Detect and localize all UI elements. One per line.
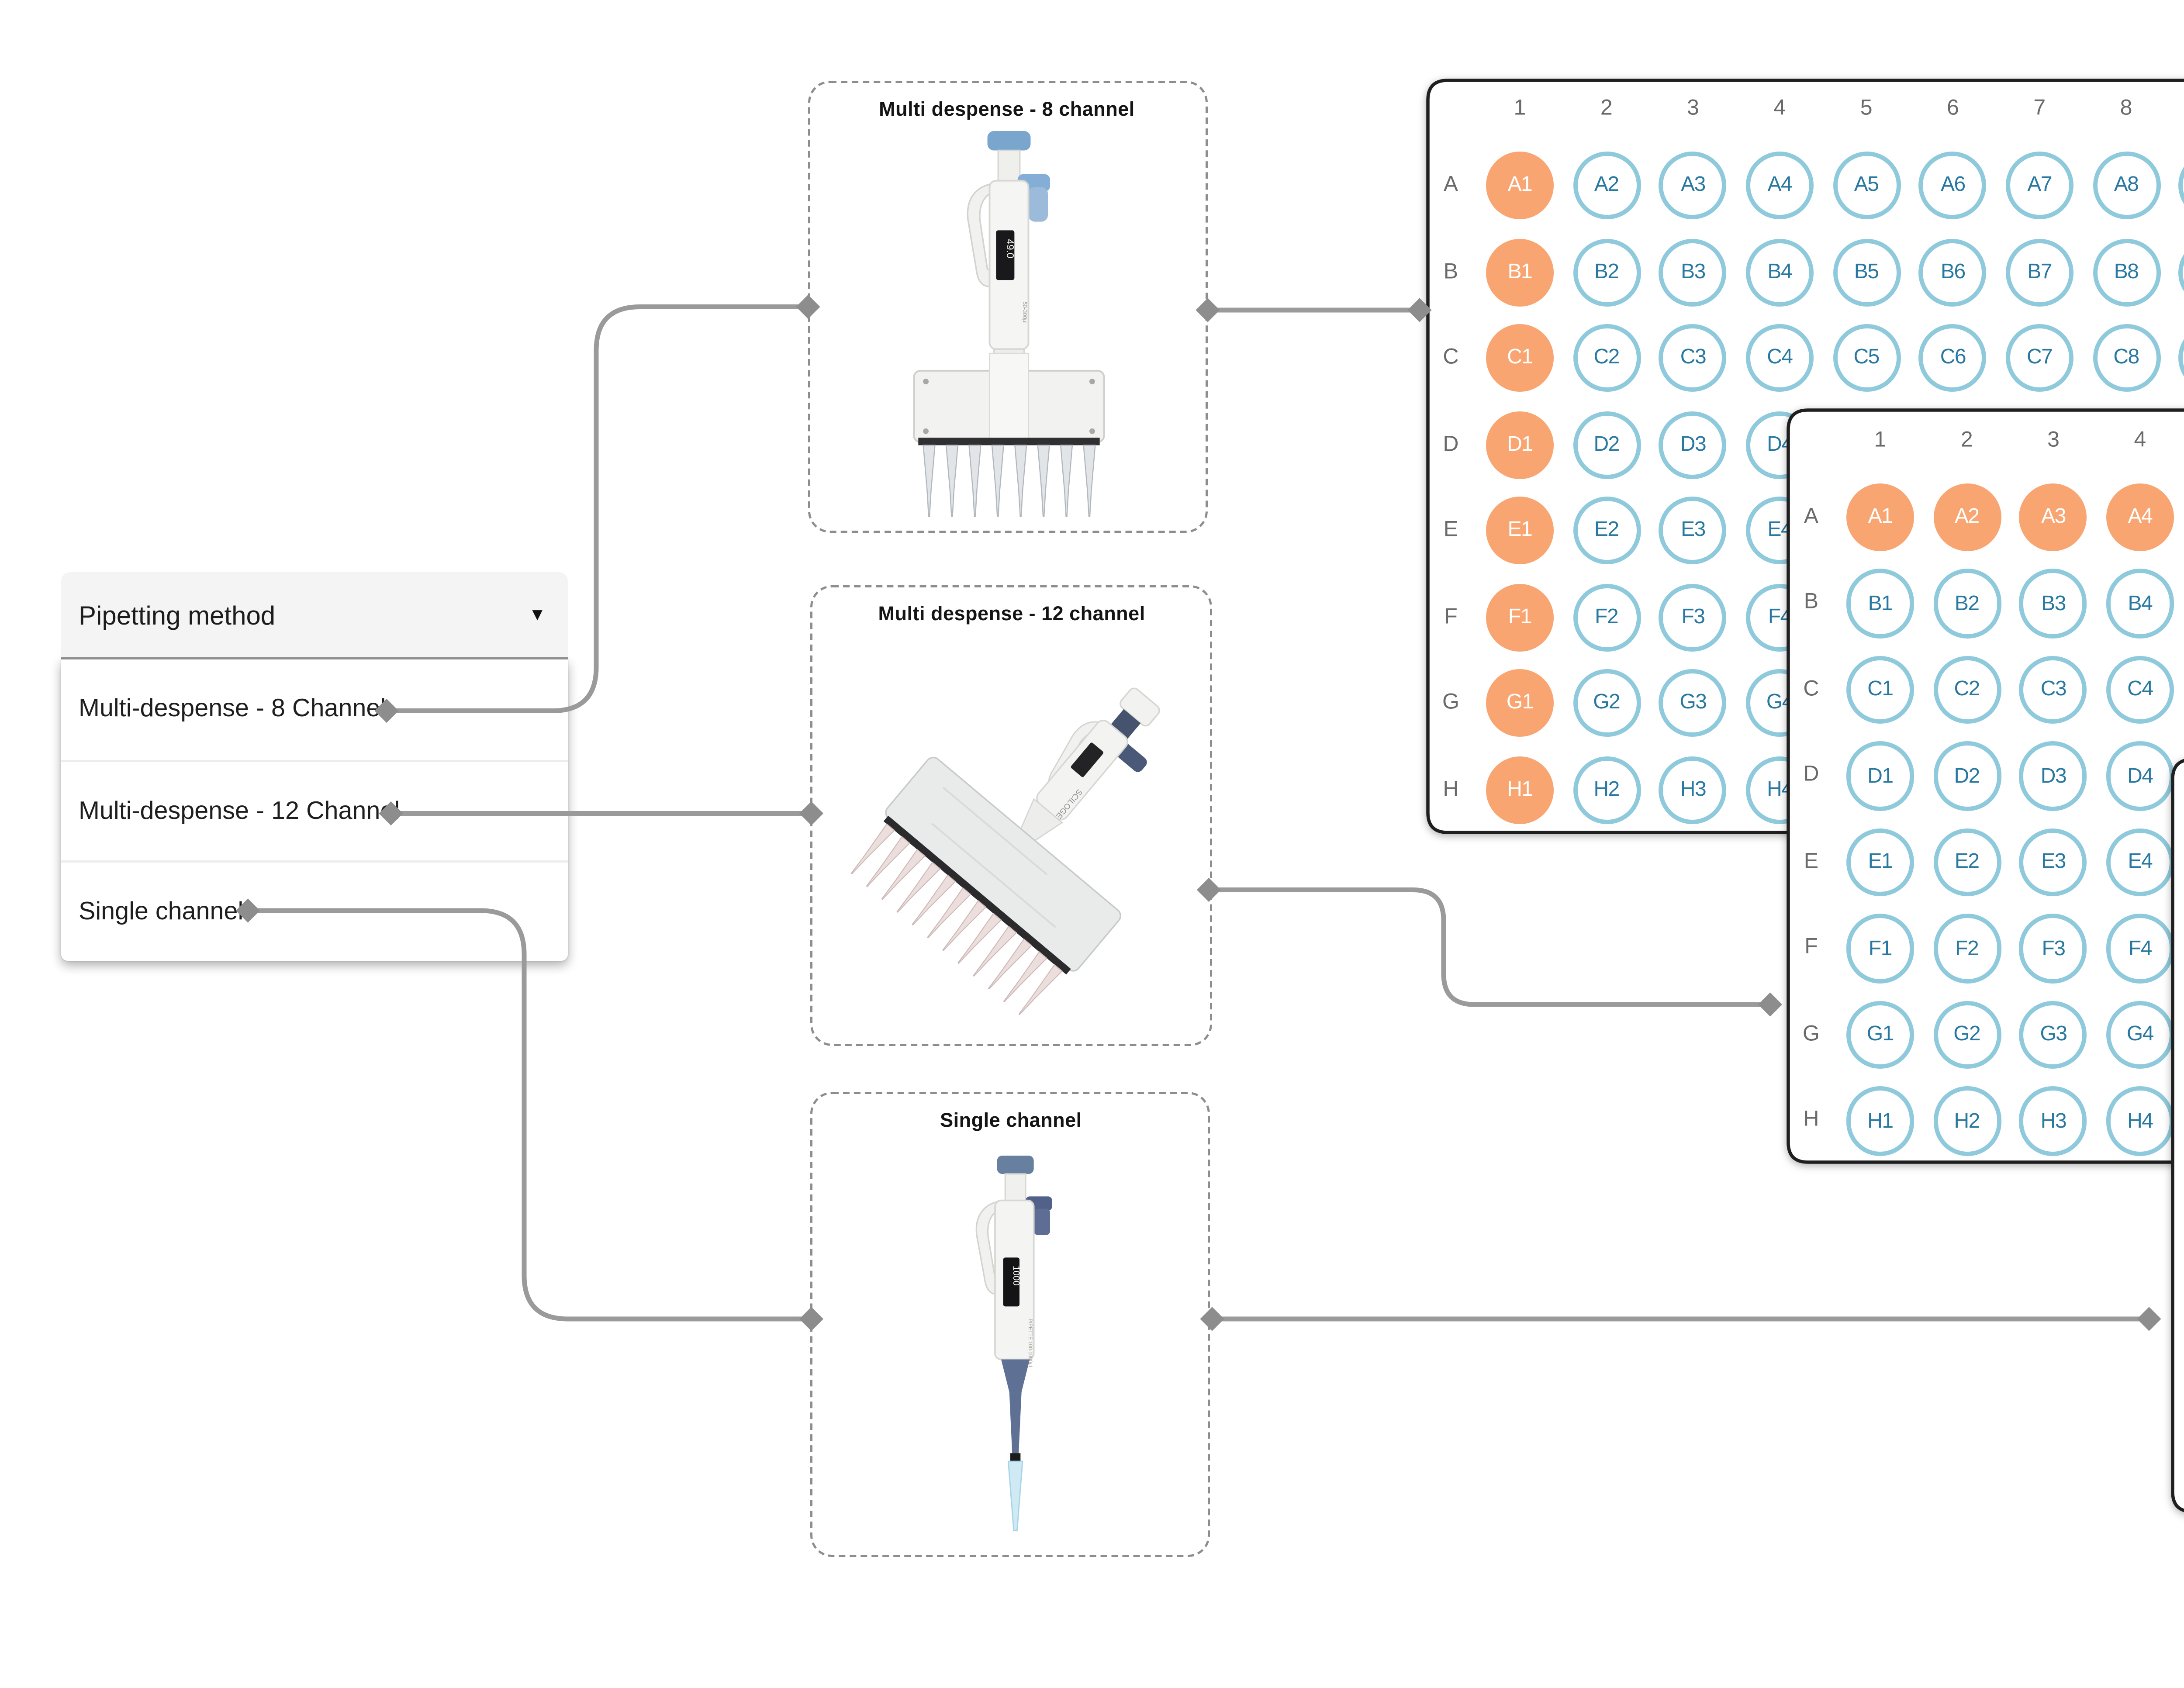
card-multi-despense-12-channel: Multi despense - 12 channel SCILOGEX bbox=[811, 586, 1212, 1046]
column-label-5: 5 bbox=[1860, 98, 1873, 122]
option-multi-despense-12-channel[interactable]: Multi-despense - 12 Channel bbox=[61, 760, 568, 860]
row-label-D: D bbox=[1803, 764, 1819, 788]
option-single-channel[interactable]: Single channel bbox=[61, 860, 568, 961]
row-label-G: G bbox=[1442, 692, 1459, 716]
volume-display: 49.0 bbox=[1004, 238, 1015, 258]
row-label-H: H bbox=[1443, 778, 1458, 802]
plate-outline bbox=[2170, 758, 2184, 1514]
card-title: Multi despense - 8 channel bbox=[809, 98, 1205, 120]
caret-down-icon: ▼ bbox=[529, 605, 546, 625]
row-label-A: A bbox=[1804, 505, 1818, 529]
card-multi-despense-8-channel: Multi despense - 8 channel 49.0 50-300µl bbox=[807, 80, 1207, 532]
column-label-6: 6 bbox=[1947, 98, 1959, 122]
row-label-E: E bbox=[1804, 850, 1818, 874]
column-label-7: 7 bbox=[2033, 98, 2046, 122]
row-label-B: B bbox=[1444, 260, 1458, 284]
option-label: Multi-despense - 12 Channel bbox=[79, 798, 400, 825]
column-label-4: 4 bbox=[2134, 429, 2146, 453]
connector-diamond bbox=[1758, 992, 1782, 1016]
row-label-F: F bbox=[1444, 605, 1458, 629]
plate-12-channel-result: 123456789101112ABCDEFGHA1A2A3A4A5A6A7A8A… bbox=[1787, 409, 2184, 1164]
pipette-12-channel-image: SCILOGEX bbox=[831, 645, 1198, 1038]
column-label-3: 3 bbox=[2047, 429, 2060, 453]
range-label: 50-300µl bbox=[1021, 301, 1027, 323]
plate-single-channel-result: 123456789101112ABCDEFGHA1A2A3A4A5A6A7A8A… bbox=[2170, 758, 2184, 1514]
card-single-channel: Single channel 1000 PIPETTE 100-1000µl bbox=[811, 1092, 1211, 1558]
row-label-A: A bbox=[1444, 174, 1458, 198]
row-label-D: D bbox=[1443, 433, 1458, 457]
volume-display: 1000 bbox=[1012, 1266, 1022, 1286]
option-label: Single channel bbox=[79, 899, 243, 925]
pipette-8-channel-drawing: 49.0 50-300µl bbox=[913, 131, 1103, 516]
row-label-F: F bbox=[1804, 937, 1818, 961]
connector-diamond bbox=[2137, 1307, 2161, 1331]
column-label-2: 2 bbox=[1600, 98, 1613, 122]
dropdown-options-list: Multi-despense - 8 Channel Multi-despens… bbox=[61, 659, 568, 961]
pipette-single-channel-image: 1000 PIPETTE 100-1000µl bbox=[892, 1140, 1137, 1550]
column-label-8: 8 bbox=[2120, 98, 2132, 122]
row-label-C: C bbox=[1803, 678, 1819, 702]
column-label-4: 4 bbox=[1773, 98, 1786, 122]
column-label-2: 2 bbox=[1961, 429, 1973, 453]
column-label-1: 1 bbox=[1874, 429, 1887, 453]
card-title: Multi despense - 12 channel bbox=[813, 603, 1210, 625]
row-label-G: G bbox=[1803, 1023, 1820, 1047]
card-title: Single channel bbox=[813, 1109, 1209, 1131]
option-multi-despense-8-channel[interactable]: Multi-despense - 8 Channel bbox=[61, 659, 568, 760]
dropdown-label: Pipetting method bbox=[79, 600, 529, 630]
pipette-tips-8 bbox=[922, 445, 1094, 516]
column-label-1: 1 bbox=[1514, 98, 1526, 122]
row-label-C: C bbox=[1443, 347, 1458, 371]
row-label-H: H bbox=[1803, 1109, 1819, 1133]
pipette-single-channel-drawing: 1000 PIPETTE 100-1000µl bbox=[977, 1156, 1053, 1531]
pipette-12-channel-drawing: SCILOGEX bbox=[841, 645, 1198, 1025]
row-label-B: B bbox=[1804, 592, 1818, 616]
pipetting-method-dropdown: Pipetting method ▼ Multi-despense - 8 Ch… bbox=[61, 572, 568, 961]
dropdown-header[interactable]: Pipetting method ▼ bbox=[61, 572, 568, 659]
row-label-E: E bbox=[1444, 519, 1458, 543]
option-label: Multi-despense - 8 Channel bbox=[79, 697, 386, 723]
pipette-8-channel-image: 49.0 50-300µl bbox=[877, 128, 1139, 521]
column-label-3: 3 bbox=[1687, 98, 1699, 122]
